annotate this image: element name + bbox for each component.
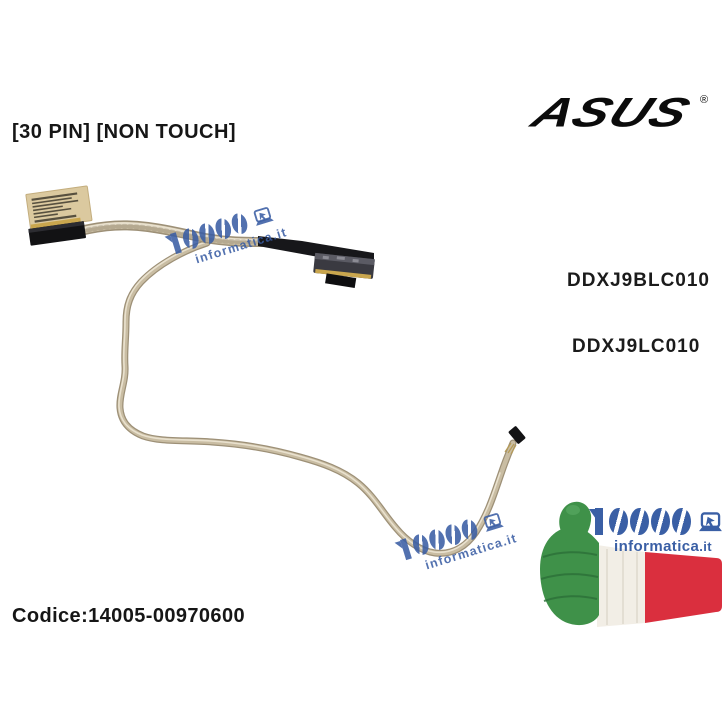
part-number-2: DDXJ9LC010 <box>572 336 701 357</box>
seller-domain-name: informatica <box>614 538 700 555</box>
laptop-icon <box>699 512 722 532</box>
digit-zero <box>196 221 218 246</box>
product-code: Codice:14005-00970600 <box>12 605 245 627</box>
digit-zero <box>672 508 691 535</box>
branch-cable <box>116 239 526 557</box>
digit-zero <box>426 527 448 552</box>
lvds-connector <box>313 252 375 288</box>
digit-one <box>589 508 603 535</box>
part-number-1: DDXJ9BLC010 <box>567 270 710 291</box>
watermark-number <box>400 507 514 561</box>
laptop-icon <box>253 207 274 226</box>
digit-zero <box>630 508 649 535</box>
barcode-label <box>25 185 93 230</box>
thumbs-up-italian-flag <box>540 501 722 627</box>
pin-spec-label: [30 PIN] [NON TOUCH] <box>12 121 237 143</box>
digit-zero <box>459 517 480 542</box>
watermark: informatica.it <box>400 507 519 577</box>
digit-zero <box>609 508 628 535</box>
main-cable <box>75 220 267 247</box>
registered-trademark-symbol: ® <box>700 94 709 106</box>
cable-tip-connector <box>504 426 526 455</box>
digit-zero <box>180 226 202 251</box>
laptop-icon <box>483 513 504 532</box>
digit-zero <box>213 216 234 241</box>
digit-zero <box>410 532 432 557</box>
seller-logo-text: informatica.it <box>589 508 723 555</box>
asus-wordmark: ASUS <box>524 88 699 136</box>
seller-domain-tld: .it <box>699 539 713 554</box>
seller-domain: informatica.it <box>595 538 723 555</box>
watermark: informatica.it <box>170 201 289 271</box>
asus-logo: ASUS <box>525 88 716 140</box>
watermark-number <box>170 201 284 255</box>
seller-number <box>589 508 723 535</box>
digit-zero <box>443 522 464 547</box>
digit-zero <box>229 211 250 236</box>
panel-connector <box>28 217 86 246</box>
seller-logo: informatica.it <box>535 495 724 628</box>
digit-zero <box>651 508 670 535</box>
